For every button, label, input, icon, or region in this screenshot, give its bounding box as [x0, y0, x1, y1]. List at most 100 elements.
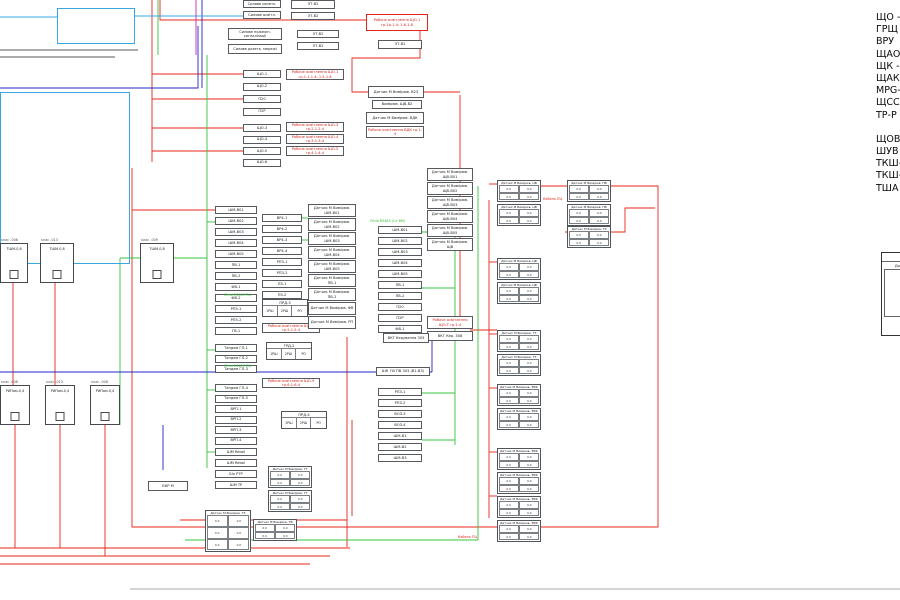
arm-column: Дисп — [884, 264, 900, 317]
component-box: ВОЗ-3 — [378, 410, 422, 418]
component-box: ЭТ-В2 — [378, 40, 422, 49]
component-box: Датчик М Вимірюв. В23 — [368, 86, 424, 98]
sensor-cell: 0.0 — [568, 193, 589, 201]
grid-cell: 1РШ — [263, 306, 278, 316]
sensor-label: Датчик М Вимірюв. ЦВ — [501, 258, 537, 263]
sensor-cell: 0.0 — [269, 495, 290, 503]
sensor-cell: 0.0 — [519, 295, 540, 303]
component-box: ШМ-В05 — [378, 270, 422, 278]
component-box: РПЗ-1 — [378, 388, 422, 396]
component-box: ШМ Retail — [215, 459, 257, 467]
component-box: ШМ-В04 — [215, 239, 257, 247]
sensor-cell: 0.0 — [206, 539, 228, 551]
component-box: ШМ Retail — [215, 448, 257, 456]
transformer-class-label: клас -008 — [1, 379, 18, 384]
sensor-cell: 0.0 — [498, 335, 519, 343]
component-box: Датчик М Вимірюв. ШМ-В02 — [308, 218, 356, 231]
net-label: Кабель ПЦ — [543, 197, 563, 201]
component-box: ПВ-2 — [378, 292, 422, 300]
component-box: ЩО-5 — [243, 147, 281, 155]
sensor-cell: 0.0 — [206, 527, 228, 539]
component-box: ЩО-2 — [243, 82, 281, 91]
component-box: Силове розетк. — [243, 0, 281, 8]
transformer-name: РИПам-0,4 — [50, 389, 70, 393]
component-box: ПВ-1 — [378, 281, 422, 289]
sensor-cell: 0.0 — [498, 263, 519, 271]
sensor-label: Датчик М Вимірюв. ЦВ — [501, 180, 537, 185]
sensor-cell: 0.0 — [519, 501, 540, 509]
component-box: Датчик М Вимірюв. ШМ-В03 — [308, 232, 356, 245]
sensor-label: Датчик М Вимірюв. ЗВФ — [500, 408, 538, 413]
sensor-label: Датчик М Вимірюв. ЦВ — [501, 282, 537, 287]
component-box: Датчик М Вимірюв. ЩВ — [427, 238, 473, 251]
component-box: Тандем ГЛ-1 — [215, 344, 257, 352]
sensor-cell: 0.0 — [519, 343, 540, 351]
component-box: Датчик М Вимірюв. ФВ — [308, 302, 356, 315]
component-box: Робоче освітлення ЩО-4 гр.3.1-3.4 — [286, 134, 344, 144]
wire-red — [159, 0, 366, 21]
grid-title: ПРД-4 — [282, 412, 326, 418]
component-box: ЩО-1 — [243, 70, 281, 78]
sensor-cell: 0.0 — [589, 209, 610, 217]
component-box: П20 — [378, 303, 422, 311]
sensor-cell: 0.0 — [498, 413, 519, 421]
wire-red — [131, 168, 659, 528]
grid-cell: 2РШ — [282, 349, 297, 359]
sensor-label: Датчик М Вимірюв. ПВ — [571, 180, 607, 185]
sensor-cell: 0.0 — [519, 209, 540, 217]
transformer-class-label: клас -008 — [91, 379, 108, 384]
sensor-cell: 0.0 — [519, 413, 540, 421]
sensor-cell: 0.0 — [519, 461, 540, 469]
sensor-cell: 0.0 — [275, 524, 296, 532]
component-box: ГВ-1 — [215, 327, 257, 335]
component-box: Робоче освітлення ЩО-9 гр.6.1-6.4 — [262, 378, 320, 388]
transformer-symbol — [9, 270, 19, 279]
sensor-cell: 0.0 — [498, 209, 519, 217]
legend-line: ТША — [876, 182, 899, 194]
transformer-name: ТШМ-0,8 — [6, 247, 22, 251]
component-box: ПЗ-2 — [262, 291, 302, 299]
arm-column-label: Дисп — [895, 264, 900, 268]
sensor-cell: 0.0 — [519, 525, 540, 533]
sensor-cell: 0.0 — [519, 509, 540, 517]
legend-line: ТР-Р — [876, 109, 897, 121]
sensor-cell: 0.0 — [498, 193, 519, 201]
component-box: Робоче освітлення ЩО-Т гр.1-4 — [427, 316, 473, 329]
component-box: ШМ-В03 — [215, 228, 257, 236]
component-box: ЭТ-В2 — [291, 0, 335, 9]
sensor-cell: 0.0 — [228, 539, 250, 551]
sensor-label: Датчик М Вимірюв. ТР — [571, 226, 607, 231]
sensor-cell: 0.0 — [269, 479, 290, 487]
sensor-cell: 0.0 — [568, 239, 589, 247]
component-box: ВКГ Кер. 308 — [427, 331, 473, 341]
component-box: ВКГ Керування 303 — [383, 333, 429, 343]
sensor-cell: 0.0 — [519, 263, 540, 271]
component-box: ЭТ-В2 — [297, 42, 339, 50]
sensor-cell: 0.0 — [568, 185, 589, 193]
sensor-cell: 0.0 — [589, 193, 610, 201]
component-box: ШК 70і ПВ 303 (В1-ВЗ) — [376, 367, 430, 376]
sensor-cell: 0.0 — [498, 271, 519, 279]
transformer-symbol — [52, 270, 62, 279]
